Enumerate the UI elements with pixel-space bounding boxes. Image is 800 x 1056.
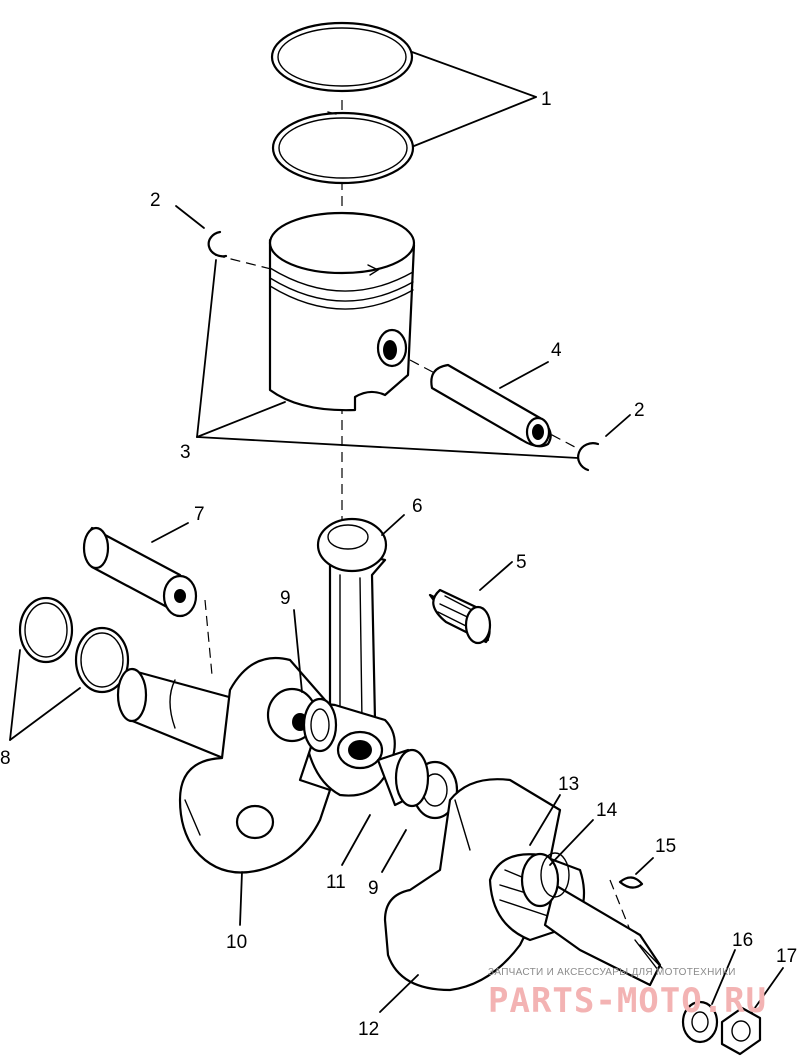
callout-4: 4 bbox=[551, 340, 562, 361]
callout-1: 1 bbox=[541, 89, 552, 110]
callout-17: 17 bbox=[776, 946, 797, 967]
shaft-nut bbox=[720, 1006, 762, 1056]
crankshaft-left-half bbox=[116, 656, 332, 874]
callout-2-left: 2 bbox=[150, 190, 161, 211]
piston-ring-top bbox=[270, 21, 414, 93]
leader-lines bbox=[9, 51, 784, 1013]
watermark-subtitle: ЗАПЧАСТИ И АКСЕССУАРЫ ДЛЯ МОТОТЕХНИКИ bbox=[488, 967, 736, 978]
callout-9-top: 9 bbox=[280, 588, 291, 609]
callout-6: 6 bbox=[412, 496, 423, 517]
callout-5: 5 bbox=[516, 552, 527, 573]
callout-7: 7 bbox=[194, 504, 205, 525]
piston-pin bbox=[430, 363, 552, 448]
callout-13: 13 bbox=[558, 774, 579, 795]
crank-bearing bbox=[540, 852, 570, 898]
woodruff-key bbox=[618, 876, 644, 889]
watermark-brand: PARTS-MOTO.RU bbox=[488, 981, 767, 1021]
thrust-washer-outer bbox=[18, 596, 74, 664]
callout-2-right: 2 bbox=[634, 400, 645, 421]
callout-3: 3 bbox=[180, 442, 191, 463]
circlip-axis-line bbox=[214, 254, 276, 271]
callout-10: 10 bbox=[226, 932, 247, 953]
thrust-washer-inner bbox=[74, 626, 130, 694]
callout-16: 16 bbox=[732, 930, 753, 951]
crank-washer-left bbox=[302, 697, 338, 753]
callout-8: 8 bbox=[0, 748, 11, 769]
crank-spacer bbox=[376, 748, 430, 808]
needle-bearing bbox=[428, 588, 492, 645]
crankpin-axis-line bbox=[204, 599, 213, 676]
piston-ring-second bbox=[271, 111, 415, 185]
crankshaft-right-half bbox=[383, 778, 663, 992]
crank-seal bbox=[520, 852, 560, 908]
crank-pin bbox=[82, 526, 198, 618]
callout-14: 14 bbox=[596, 800, 618, 821]
circlip-right bbox=[577, 442, 600, 472]
callout-12: 12 bbox=[358, 1019, 379, 1040]
piston bbox=[268, 211, 416, 412]
shaft-washer bbox=[681, 1000, 719, 1044]
callout-11: 11 bbox=[326, 872, 346, 893]
callout-9-bottom: 9 bbox=[368, 878, 379, 899]
connecting-rod bbox=[303, 517, 396, 797]
callout-15: 15 bbox=[655, 836, 676, 857]
circlip-left bbox=[207, 230, 228, 258]
